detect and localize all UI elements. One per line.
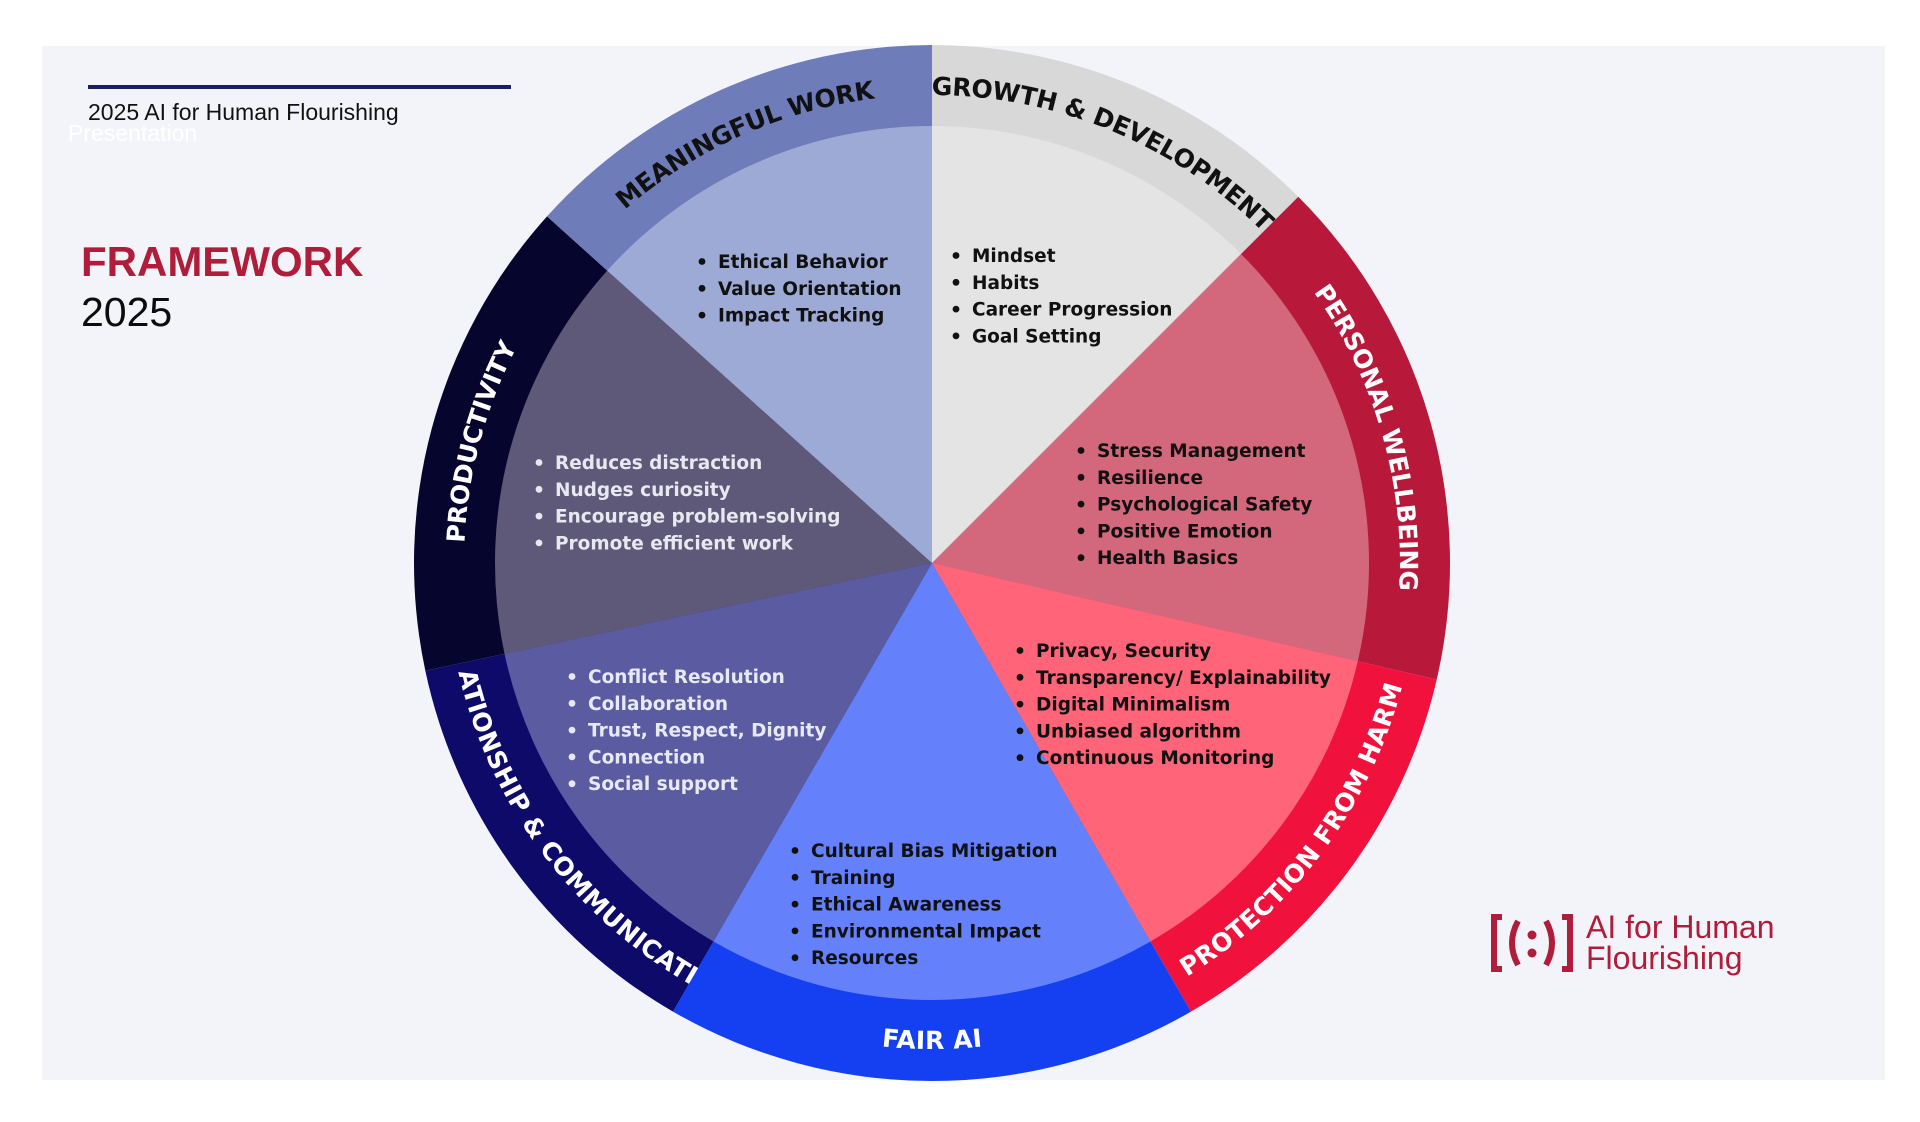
bullet-item: Environmental Impact bbox=[811, 921, 1041, 942]
bullet-item: Digital Minimalism bbox=[1036, 695, 1230, 716]
bullet-dot bbox=[535, 539, 543, 547]
bullet-item: Training bbox=[811, 868, 895, 889]
bullet-dot bbox=[791, 927, 799, 935]
header-rule bbox=[88, 85, 511, 89]
bullet-dot bbox=[1077, 473, 1085, 481]
bullet-item: Psychological Safety bbox=[1097, 495, 1312, 516]
bullet-item: Mindset bbox=[972, 246, 1056, 267]
bullet-item: Social support bbox=[588, 774, 738, 795]
bullet-dot bbox=[1016, 700, 1024, 708]
bullet-dot bbox=[1016, 754, 1024, 762]
bullet-item: Conflict Resolution bbox=[588, 667, 785, 688]
bullet-dot bbox=[952, 278, 960, 286]
bullet-item: Habits bbox=[972, 273, 1039, 294]
inner-segment-productivity bbox=[495, 270, 932, 654]
inner-segment-meaningful bbox=[607, 125, 932, 563]
bullet-item: Continuous Monitoring bbox=[1036, 748, 1274, 769]
bullet-dot bbox=[1016, 647, 1024, 654]
inner-segment-relationship bbox=[504, 563, 932, 942]
bullet-dot bbox=[1077, 554, 1085, 562]
inner-segment-harm bbox=[932, 563, 1358, 942]
bullet-item: Ethical Awareness bbox=[811, 895, 1002, 916]
inner-segment-growth bbox=[932, 126, 1242, 563]
bullet-list-fairai: Cultural Bias MitigationTrainingEthical … bbox=[791, 841, 1058, 969]
bullet-dot bbox=[698, 258, 706, 265]
brand-logo-text: AI for Human Flourishing bbox=[1586, 909, 1775, 976]
bullet-dot bbox=[952, 252, 960, 259]
bullet-item: Resources bbox=[811, 948, 918, 969]
framework-title: FRAMEWORK bbox=[81, 238, 364, 285]
header-title: 2025 AI for Human Flourishing bbox=[88, 99, 399, 125]
bullet-item: Reduces distraction bbox=[555, 453, 762, 474]
ring-label-text-fairai: FAIR AI bbox=[881, 1023, 983, 1055]
bullet-dot bbox=[535, 485, 543, 493]
bullet-dot bbox=[698, 311, 706, 319]
bullet-dot bbox=[698, 284, 706, 292]
bullet-dot bbox=[791, 873, 799, 881]
bullet-item: Value Orientation bbox=[718, 279, 902, 300]
bullet-dot bbox=[535, 459, 543, 466]
header-subtitle: Presentation bbox=[68, 120, 198, 146]
brand-logo: AI for Human Flourishing bbox=[1490, 911, 1775, 975]
bullet-item: Privacy, Security bbox=[1036, 641, 1211, 662]
bullet-dot bbox=[791, 847, 799, 854]
bullet-item: Connection bbox=[588, 747, 705, 768]
bullet-dot bbox=[568, 753, 576, 761]
bullet-dot bbox=[535, 512, 543, 520]
bullet-item: Goal Setting bbox=[972, 326, 1101, 347]
bullet-item: Stress Management bbox=[1097, 441, 1306, 462]
bullet-item: Positive Emotion bbox=[1097, 521, 1273, 542]
brand-logo-line1: AI for Human bbox=[1586, 909, 1775, 945]
bullet-item: Health Basics bbox=[1097, 548, 1238, 569]
bullet-dot bbox=[568, 673, 576, 680]
bullet-dot bbox=[1077, 500, 1085, 508]
bullet-dot bbox=[1077, 527, 1085, 535]
bullet-dot bbox=[1077, 447, 1085, 454]
bullet-item: Resilience bbox=[1097, 468, 1203, 489]
brand-logo-icon bbox=[1491, 914, 1573, 972]
bullet-item: Unbiased algorithm bbox=[1036, 721, 1241, 742]
bullet-dot bbox=[1016, 727, 1024, 735]
bullet-dot bbox=[791, 900, 799, 908]
bullet-item: Trust, Respect, Dignity bbox=[588, 721, 826, 742]
bullet-dot bbox=[568, 780, 576, 788]
bullet-list-wellbeing: Stress ManagementResiliencePsychological… bbox=[1077, 441, 1312, 569]
bullet-dot bbox=[568, 726, 576, 734]
inner-segment-wellbeing bbox=[932, 253, 1370, 662]
bullet-dot bbox=[791, 954, 799, 962]
bullet-dot bbox=[1016, 673, 1024, 681]
inner-segment-fairai bbox=[713, 563, 1151, 1000]
bullet-item: Encourage problem-solving bbox=[555, 507, 841, 528]
bullet-item: Transparency/ Explainability bbox=[1036, 668, 1331, 689]
bullet-item: Promote efficient work bbox=[555, 533, 794, 554]
bullet-dot bbox=[568, 699, 576, 707]
bullet-item: Career Progression bbox=[972, 300, 1172, 321]
bullet-item: Ethical Behavior bbox=[718, 252, 889, 273]
bullet-item: Cultural Bias Mitigation bbox=[811, 841, 1058, 862]
brand-logo-line2: Flourishing bbox=[1586, 940, 1743, 976]
bullet-item: Collaboration bbox=[588, 694, 728, 715]
framework-year: 2025 bbox=[81, 289, 173, 335]
bullet-dot bbox=[952, 305, 960, 313]
bullet-item: Nudges curiosity bbox=[555, 480, 731, 501]
bullet-dot bbox=[952, 332, 960, 340]
bullet-item: Impact Tracking bbox=[718, 306, 884, 327]
ring-label-fairai: FAIR AI bbox=[881, 1023, 983, 1055]
